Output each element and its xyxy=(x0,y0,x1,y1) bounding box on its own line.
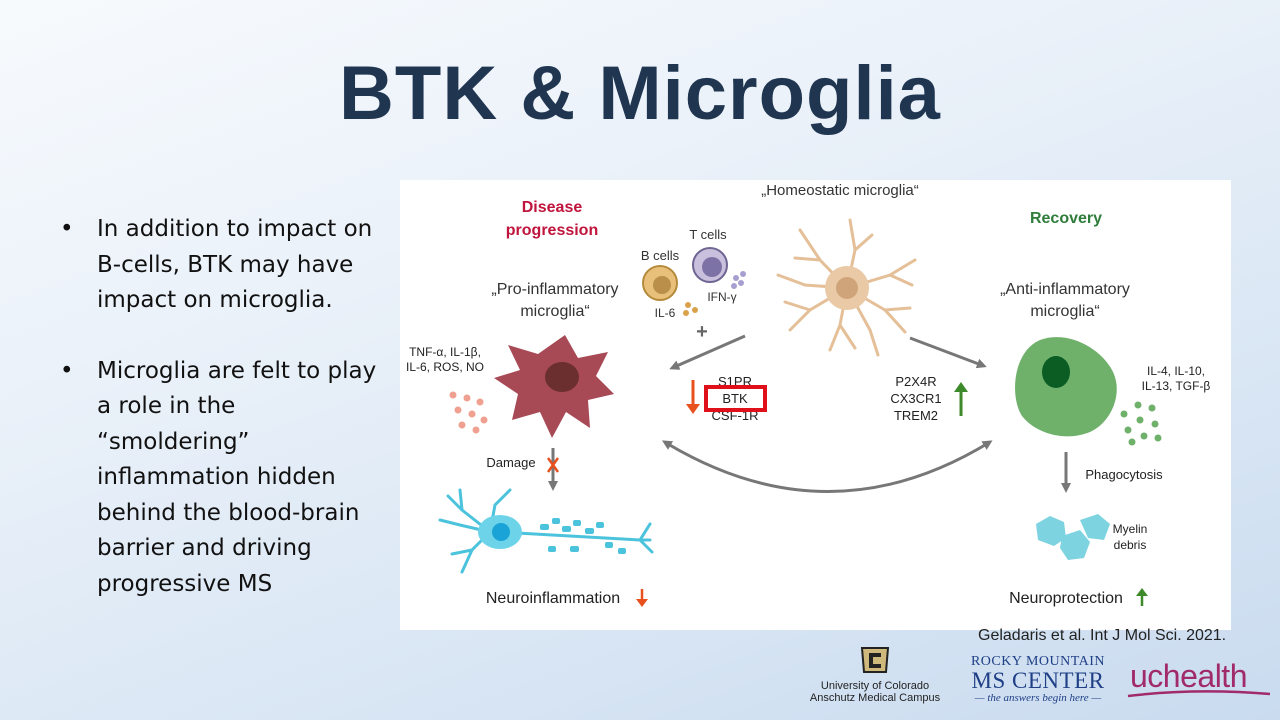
bullet-text-1: In addition to impact on B-cells, BTK ma… xyxy=(97,216,373,313)
trem2-label: TREM2 xyxy=(894,408,938,423)
arrow-to-pro xyxy=(669,334,746,370)
disease-label: Disease xyxy=(522,199,583,216)
cu-name-line1: University of Colorado xyxy=(820,680,930,692)
myelin-fragments xyxy=(540,518,626,554)
anti-cytokines-label-2: IL-13, TGF-β xyxy=(1142,379,1211,393)
rmms-line1: ROCKY MOUNTAIN xyxy=(970,654,1106,669)
neuron-nucleus xyxy=(492,523,510,541)
myelin-debris-icon xyxy=(1036,514,1110,560)
btk-highlight-box xyxy=(704,385,767,412)
ifn-label: IFN-γ xyxy=(707,290,736,304)
damage-block-icon xyxy=(546,457,560,473)
microglia-diagram: „Homeostatic microglia“ Disease progress… xyxy=(400,180,1231,630)
phagocytosis-label: Phagocytosis xyxy=(1085,467,1163,482)
pro-inflammatory-label: „Pro-inflammatory xyxy=(491,281,618,298)
anti-inflammatory-label-2: microglia“ xyxy=(1030,303,1099,320)
bullet-item: • Microglia are felt to play a role in t… xyxy=(60,354,380,603)
bullet-dot: • xyxy=(60,216,74,242)
pro-cytokine-dots xyxy=(449,391,488,434)
cx3cr1-label: CX3CR1 xyxy=(890,391,941,406)
anti-microglia-icon xyxy=(1015,337,1117,437)
ifn-dots xyxy=(731,271,746,289)
uchealth-swoosh-icon xyxy=(1127,690,1271,698)
arrow-to-anti xyxy=(909,336,987,369)
il6-dots xyxy=(683,302,698,316)
recovery-label: Recovery xyxy=(1030,210,1102,227)
pro-microglia-nucleus xyxy=(545,362,579,392)
anti-cytokine-dots xyxy=(1120,401,1162,446)
pro-inflammatory-label-2: microglia“ xyxy=(520,303,589,320)
citation: Geladaris et al. Int J Mol Sci. 2021. xyxy=(978,627,1227,644)
anti-cytokines-label: IL-4, IL-10, xyxy=(1147,364,1205,378)
btk-label: BTK xyxy=(722,391,748,406)
bullet-list: • In addition to impact on B-cells, BTK … xyxy=(60,212,380,637)
anti-microglia-nucleus xyxy=(1042,356,1070,388)
myelin-label: Myelin xyxy=(1113,522,1148,536)
il6-label: IL-6 xyxy=(655,306,676,320)
anti-inflammatory-label: „Anti-inflammatory xyxy=(1000,281,1130,298)
disease-label-2: progression xyxy=(506,222,598,239)
pro-cytokines-label: TNF-α, IL-1β, xyxy=(409,345,481,359)
damage-label: Damage xyxy=(486,455,535,470)
plasticity-arrow xyxy=(661,440,993,493)
homeostatic-label: „Homeostatic microglia“ xyxy=(761,182,919,199)
cu-name-line2: Anschutz Medical Campus xyxy=(809,692,941,704)
p2x4r-label: P2X4R xyxy=(895,374,936,389)
t-cell-nucleus xyxy=(702,257,722,277)
rocky-mountain-ms-center-logo: ROCKY MOUNTAIN MS CENTER — the answers b… xyxy=(966,655,1110,705)
bullet-dot: • xyxy=(60,357,74,384)
neuron-icon xyxy=(438,488,654,574)
neuroinflammation-label: Neuroinflammation xyxy=(486,590,620,607)
neuroprotection-up-arrow xyxy=(1136,588,1148,606)
rmms-line2: MS CENTER xyxy=(971,668,1105,693)
rmms-tagline: — the answers begin here — xyxy=(974,692,1102,704)
myelin-label-2: debris xyxy=(1114,538,1147,552)
receptors-up-arrow xyxy=(954,382,968,416)
cu-anschutz-logo: University of Colorado Anschutz Medical … xyxy=(808,646,942,704)
neuroinflammation-down-arrow xyxy=(636,589,648,607)
neuroprotection-label: Neuroprotection xyxy=(1009,590,1123,607)
slide-title: BTK & Microglia xyxy=(339,51,941,136)
uchealth-logo: uchealth xyxy=(1130,658,1247,694)
b-cells-label: B cells xyxy=(641,248,680,263)
pro-cytokines-label-2: IL-6, ROS, NO xyxy=(406,360,484,374)
cu-emblem-icon xyxy=(860,647,890,673)
b-cell-nucleus xyxy=(653,276,671,294)
homeostatic-nucleus xyxy=(836,277,858,299)
plus-sign: + xyxy=(696,321,708,343)
receptors-down-arrow xyxy=(686,380,700,414)
bullet-item: • In addition to impact on B-cells, BTK … xyxy=(60,212,380,319)
bullet-text-2: Microglia are felt to play a role in the… xyxy=(97,357,377,597)
t-cells-label: T cells xyxy=(689,227,727,242)
